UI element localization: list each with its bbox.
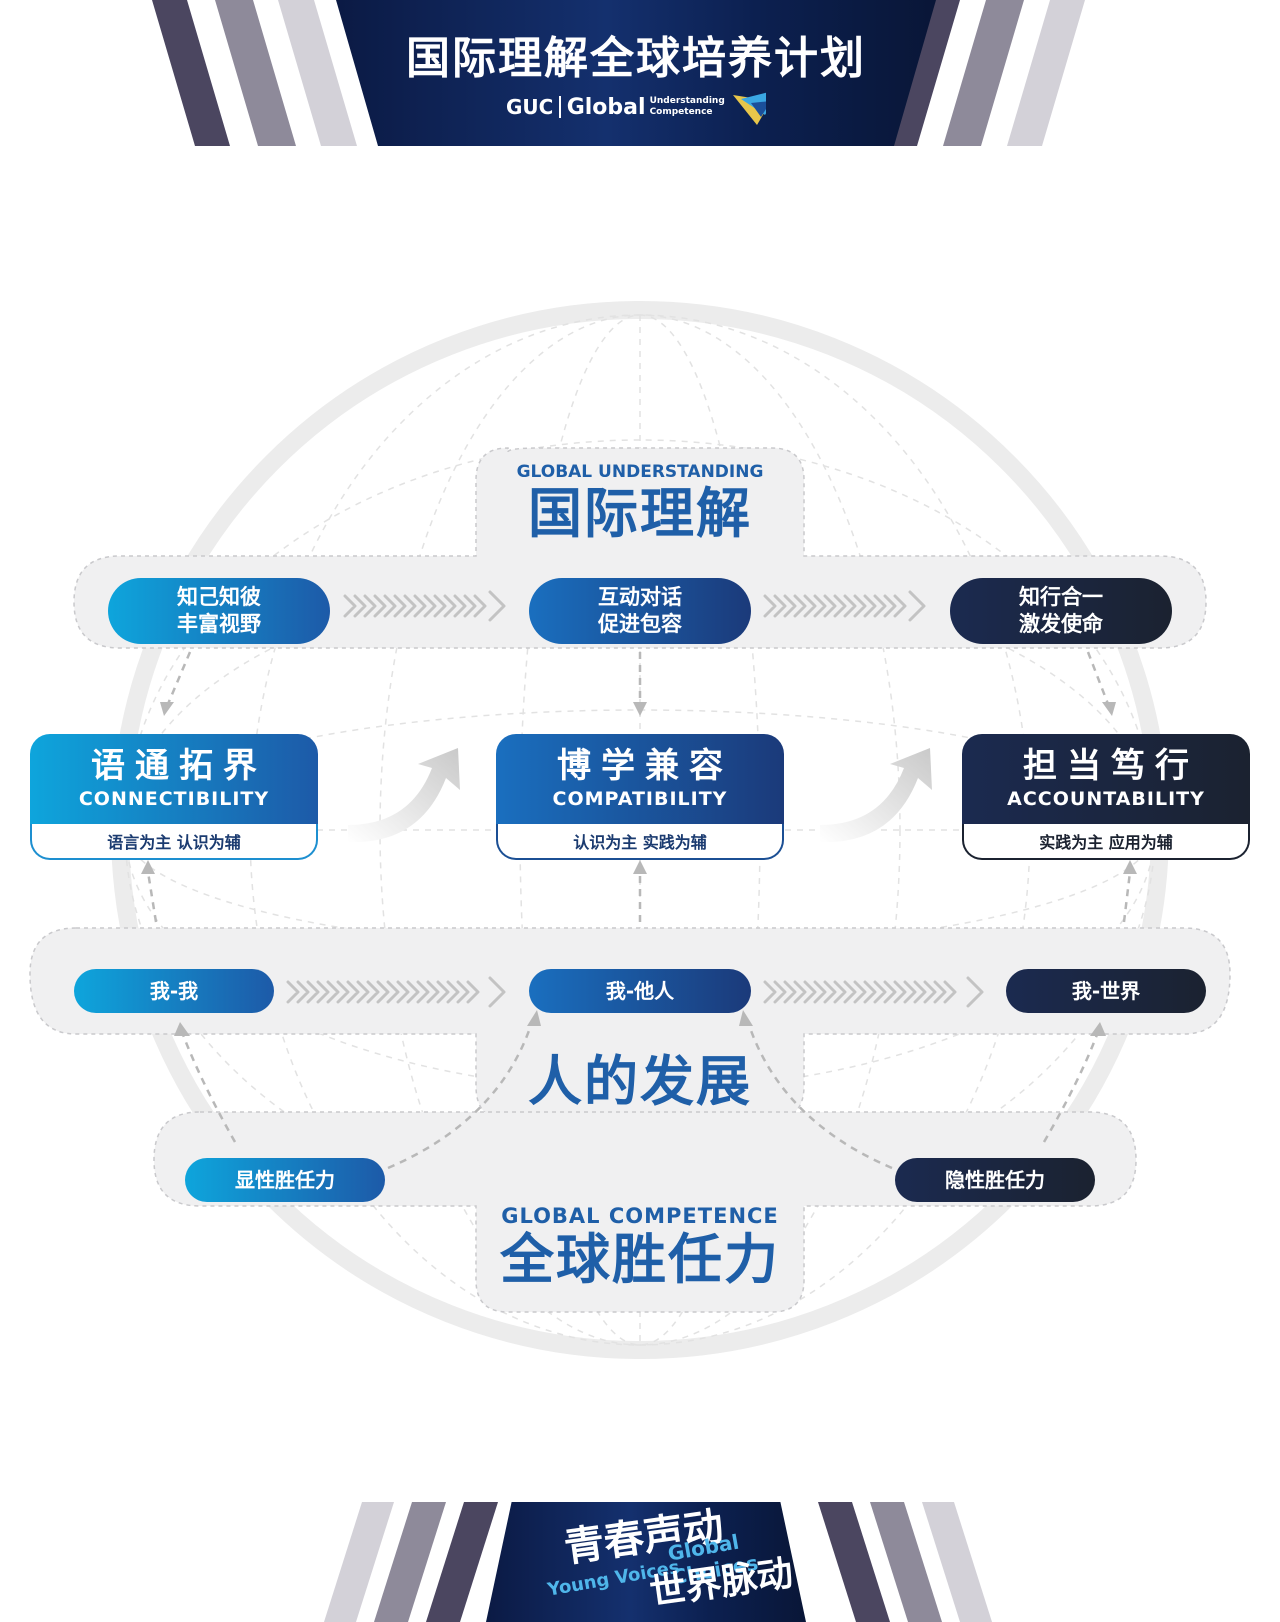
relation-pill-world: 我-世界 xyxy=(1006,969,1206,1013)
card-connectibility-sub: 语言为主 认识为辅 xyxy=(30,824,318,860)
card-accountability-en: ACCOUNTABILITY xyxy=(1007,787,1205,810)
card-compatibility-cn: 博学兼容 xyxy=(557,746,733,787)
header-stripes xyxy=(152,0,1085,146)
card-compatibility-en: COMPATIBILITY xyxy=(552,787,728,810)
card-connectibility: 语通拓界 CONNECTIBILITY 语言为主 认识为辅 xyxy=(30,734,318,860)
global-competence-cn: 全球胜任力 xyxy=(500,1228,780,1291)
page-title: 国际理解全球培养计划 xyxy=(406,33,866,84)
header-banner-area: 国际理解全球培养计划 GUC Global Understanding Comp… xyxy=(0,0,1280,146)
card-compatibility: 博学兼容 COMPATIBILITY 认识为主 实践为辅 xyxy=(496,734,784,860)
bird-logo-icon xyxy=(732,89,766,125)
footer-stripes xyxy=(324,1502,992,1622)
header-logo: GUC Global Understanding Competence xyxy=(506,89,766,125)
top-pill-zhixing-line2: 激发使命 xyxy=(1019,612,1103,636)
explicit-competence-pill: 显性胜任力 xyxy=(185,1158,385,1202)
top-pill-zhiji: 知己知彼丰富视野 xyxy=(108,578,330,644)
card-connectibility-en: CONNECTIBILITY xyxy=(78,787,270,810)
top-pill-zhixing-line1: 知行合一 xyxy=(1019,584,1103,609)
global-competence-en: GLOBAL COMPETENCE xyxy=(501,1204,779,1228)
footer-banner-area: 青春声动 Global Choices Young Voices 世界脉动 xyxy=(0,1502,1280,1622)
logo-global: Global xyxy=(566,94,646,120)
footer-banner: 青春声动 Global Choices Young Voices 世界脉动 xyxy=(486,1502,806,1622)
implicit-competence-pill: 隐性胜任力 xyxy=(895,1158,1095,1202)
card-compatibility-sub: 认识为主 实践为辅 xyxy=(496,824,784,860)
card-accountability: 担当笃行 ACCOUNTABILITY 实践为主 应用为辅 xyxy=(962,734,1250,860)
card-connectibility-cn: 语通拓界 xyxy=(91,746,267,787)
global-understanding-en: GLOBAL UNDERSTANDING xyxy=(516,462,764,482)
logo-guc: GUC xyxy=(506,95,554,119)
top-pill-zhiji-line2: 丰富视野 xyxy=(177,612,261,636)
header-banner: 国际理解全球培养计划 GUC Global Understanding Comp… xyxy=(336,0,936,146)
top-pill-hudong-line2: 促进包容 xyxy=(598,612,682,636)
top-pill-zhixing: 知行合一激发使命 xyxy=(950,578,1172,644)
global-understanding-cn: 国际理解 xyxy=(528,482,752,545)
relation-pill-self: 我-我 xyxy=(74,969,274,1013)
logo-competence: Competence xyxy=(649,107,713,117)
top-pill-hudong-line1: 互动对话 xyxy=(598,584,682,609)
logo-understanding: Understanding xyxy=(649,96,725,106)
top-pill-zhiji-line1: 知己知彼 xyxy=(177,584,261,609)
card-accountability-sub: 实践为主 应用为辅 xyxy=(962,824,1250,860)
card-accountability-cn: 担当笃行 xyxy=(1023,746,1199,787)
human-development-title: 人的发展 xyxy=(528,1050,752,1113)
relation-pill-others: 我-他人 xyxy=(529,969,751,1013)
top-pill-hudong: 互动对话促进包容 xyxy=(529,578,751,644)
